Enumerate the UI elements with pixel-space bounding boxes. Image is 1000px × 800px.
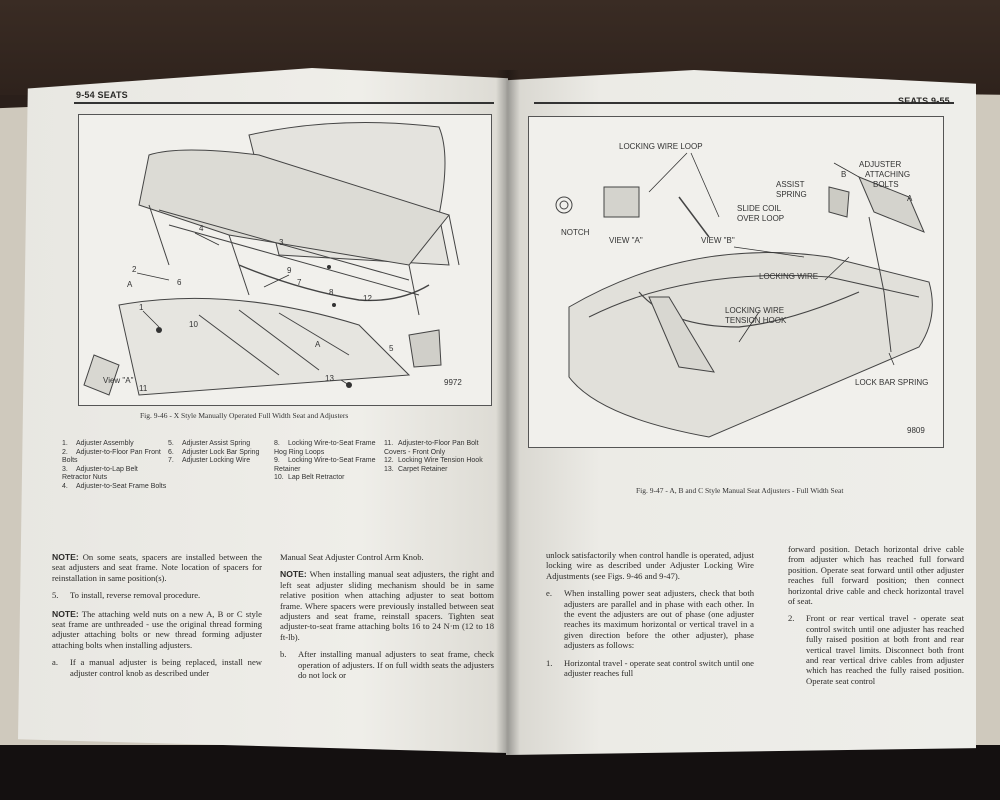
note-paragraph: NOTE: On some seats, spacers are install… xyxy=(52,552,262,583)
label-attaching: ATTACHING xyxy=(865,170,910,179)
step-a: a.If a manual adjuster is being replaced… xyxy=(52,657,262,678)
label-slide-coil: SLIDE COIL xyxy=(737,204,782,213)
table-surface xyxy=(0,745,1000,800)
legend-item: 11.Adjuster-to-Floor Pan Bolt Covers - F… xyxy=(384,440,479,456)
legend-item: 1.Adjuster Assembly xyxy=(62,440,134,447)
callout-a-left: A xyxy=(127,280,133,289)
step-2: 2.Front or rear vertical travel - operat… xyxy=(788,613,964,686)
figure-legend: 1.Adjuster Assembly 2.Adjuster-to-Floor … xyxy=(62,440,492,512)
label-assist: ASSIST xyxy=(776,180,805,189)
label-view-b: VIEW "B" xyxy=(701,236,735,245)
right-running-head: SEATS 9-55 xyxy=(898,96,950,106)
callout-9: 9 xyxy=(287,266,292,275)
lead-text: unlock satisfactorily when control handl… xyxy=(546,550,754,581)
legend-item: 13.Carpet Retainer xyxy=(384,465,448,473)
legend-item: 9.Locking Wire-to-Seat Frame Retainer xyxy=(274,457,376,473)
label-a: A xyxy=(907,194,913,203)
right-text-column-2: forward position. Detach horizontal driv… xyxy=(788,544,964,686)
callout-10: 10 xyxy=(189,320,198,329)
legend-col-3: 8.Locking Wire-to-Seat Frame Hog Ring Lo… xyxy=(274,440,379,483)
step-5: 5.To install, reverse removal procedure. xyxy=(52,590,201,601)
left-header-rule xyxy=(74,102,494,104)
label-view-a: VIEW "A" xyxy=(609,236,643,245)
figure-number-9972: 9972 xyxy=(444,378,462,387)
label-notch: NOTCH xyxy=(561,228,590,237)
step-b: b.After installing manual adjusters to s… xyxy=(280,649,494,681)
legend-item: 12.Locking Wire Tension Hook xyxy=(384,457,483,464)
callout-8: 8 xyxy=(329,288,334,297)
callout-13: 13 xyxy=(325,374,334,383)
label-locking-wire-loop: LOCKING WIRE LOOP xyxy=(619,142,703,151)
label-adjuster: ADJUSTER xyxy=(859,160,901,169)
callout-4: 4 xyxy=(199,224,204,233)
figure-9-46: 1 2 3 4 5 6 7 8 9 10 11 12 13 A A View "… xyxy=(78,114,492,406)
callout-12: 12 xyxy=(363,294,372,303)
figure-9-47-caption: Fig. 9-47 - A, B and C Style Manual Seat… xyxy=(636,486,844,495)
figure-9-47: LOCKING WIRE LOOP NOTCH VIEW "A" VIEW "B… xyxy=(528,116,944,448)
label-spring: SPRING xyxy=(776,190,807,199)
note2-paragraph: NOTE: The attaching weld nuts on a new A… xyxy=(52,608,262,650)
callout-5: 5 xyxy=(389,344,394,353)
seat-adjuster-illustration-2: LOCKING WIRE LOOP NOTCH VIEW "A" VIEW "B… xyxy=(555,142,933,438)
lead-text-2: forward position. Detach horizontal driv… xyxy=(788,544,964,607)
callout-2: 2 xyxy=(132,265,137,274)
left-text-column-2: Manual Seat Adjuster Control Arm Knob. N… xyxy=(280,552,494,680)
label-locking-wire-2: LOCKING WIRE xyxy=(725,306,784,315)
step-e: e.When installing power seat adjusters, … xyxy=(546,588,754,651)
note-paragraph-2: NOTE: When installing manual seat adjust… xyxy=(280,569,494,642)
right-header-rule xyxy=(534,102,954,104)
left-text-column-1: NOTE: On some seats, spacers are install… xyxy=(52,552,262,678)
callout-6: 6 xyxy=(177,278,182,287)
seat-adjuster-illustration: 1 2 3 4 5 6 7 8 9 10 11 12 13 A A View "… xyxy=(83,122,462,396)
figure-number-9809: 9809 xyxy=(907,426,925,435)
legend-col-2: 5.Adjuster Assist Spring 6.Adjuster Lock… xyxy=(168,440,273,466)
figure-9-46-caption: Fig. 9-46 - X Style Manually Operated Fu… xyxy=(140,411,349,420)
label-locking-wire: LOCKING WIRE xyxy=(759,272,818,281)
legend-col-1: 1.Adjuster Assembly 2.Adjuster-to-Floor … xyxy=(62,440,167,491)
step-1: 1.Horizontal travel - operate seat contr… xyxy=(546,657,754,679)
callout-7: 7 xyxy=(297,278,302,287)
legend-col-4: 11.Adjuster-to-Floor Pan Bolt Covers - F… xyxy=(384,440,489,474)
callout-1: 1 xyxy=(139,303,144,312)
book-gutter xyxy=(496,70,520,755)
legend-item: 6.Adjuster Lock Bar Spring xyxy=(168,448,260,456)
legend-item: 8.Locking Wire-to-Seat Frame Hog Ring Lo… xyxy=(274,440,376,456)
callout-11: 11 xyxy=(139,384,148,393)
view-a-label: View "A" xyxy=(103,376,134,385)
legend-item: 2.Adjuster-to-Floor Pan Front Bolts xyxy=(62,448,161,465)
right-page: SEATS 9-55 xyxy=(506,70,976,755)
callout-3: 3 xyxy=(279,238,284,247)
lead-text: Manual Seat Adjuster Control Arm Knob. xyxy=(280,552,424,562)
legend-item: 10.Lap Belt Retractor xyxy=(274,474,345,481)
legend-item: 7.Adjuster Locking Wire xyxy=(168,457,251,464)
left-page: 9-54 SEATS xyxy=(18,68,508,753)
label-over-loop: OVER LOOP xyxy=(737,214,784,223)
legend-item: 3.Adjuster-to-Lap Belt Retractor Nuts xyxy=(62,465,138,482)
right-text-column-1: unlock satisfactorily when control handl… xyxy=(546,550,754,678)
label-b: B xyxy=(841,170,846,179)
label-lock-bar-spring: LOCK BAR SPRING xyxy=(855,378,928,387)
label-bolts: BOLTS xyxy=(873,180,899,189)
label-tension-hook: TENSION HOOK xyxy=(725,316,787,325)
left-running-head: 9-54 SEATS xyxy=(76,90,128,100)
callout-a-right: A xyxy=(315,340,321,349)
legend-item: 4.Adjuster-to-Seat Frame Bolts xyxy=(62,482,167,490)
legend-item: 5.Adjuster Assist Spring xyxy=(168,440,251,447)
